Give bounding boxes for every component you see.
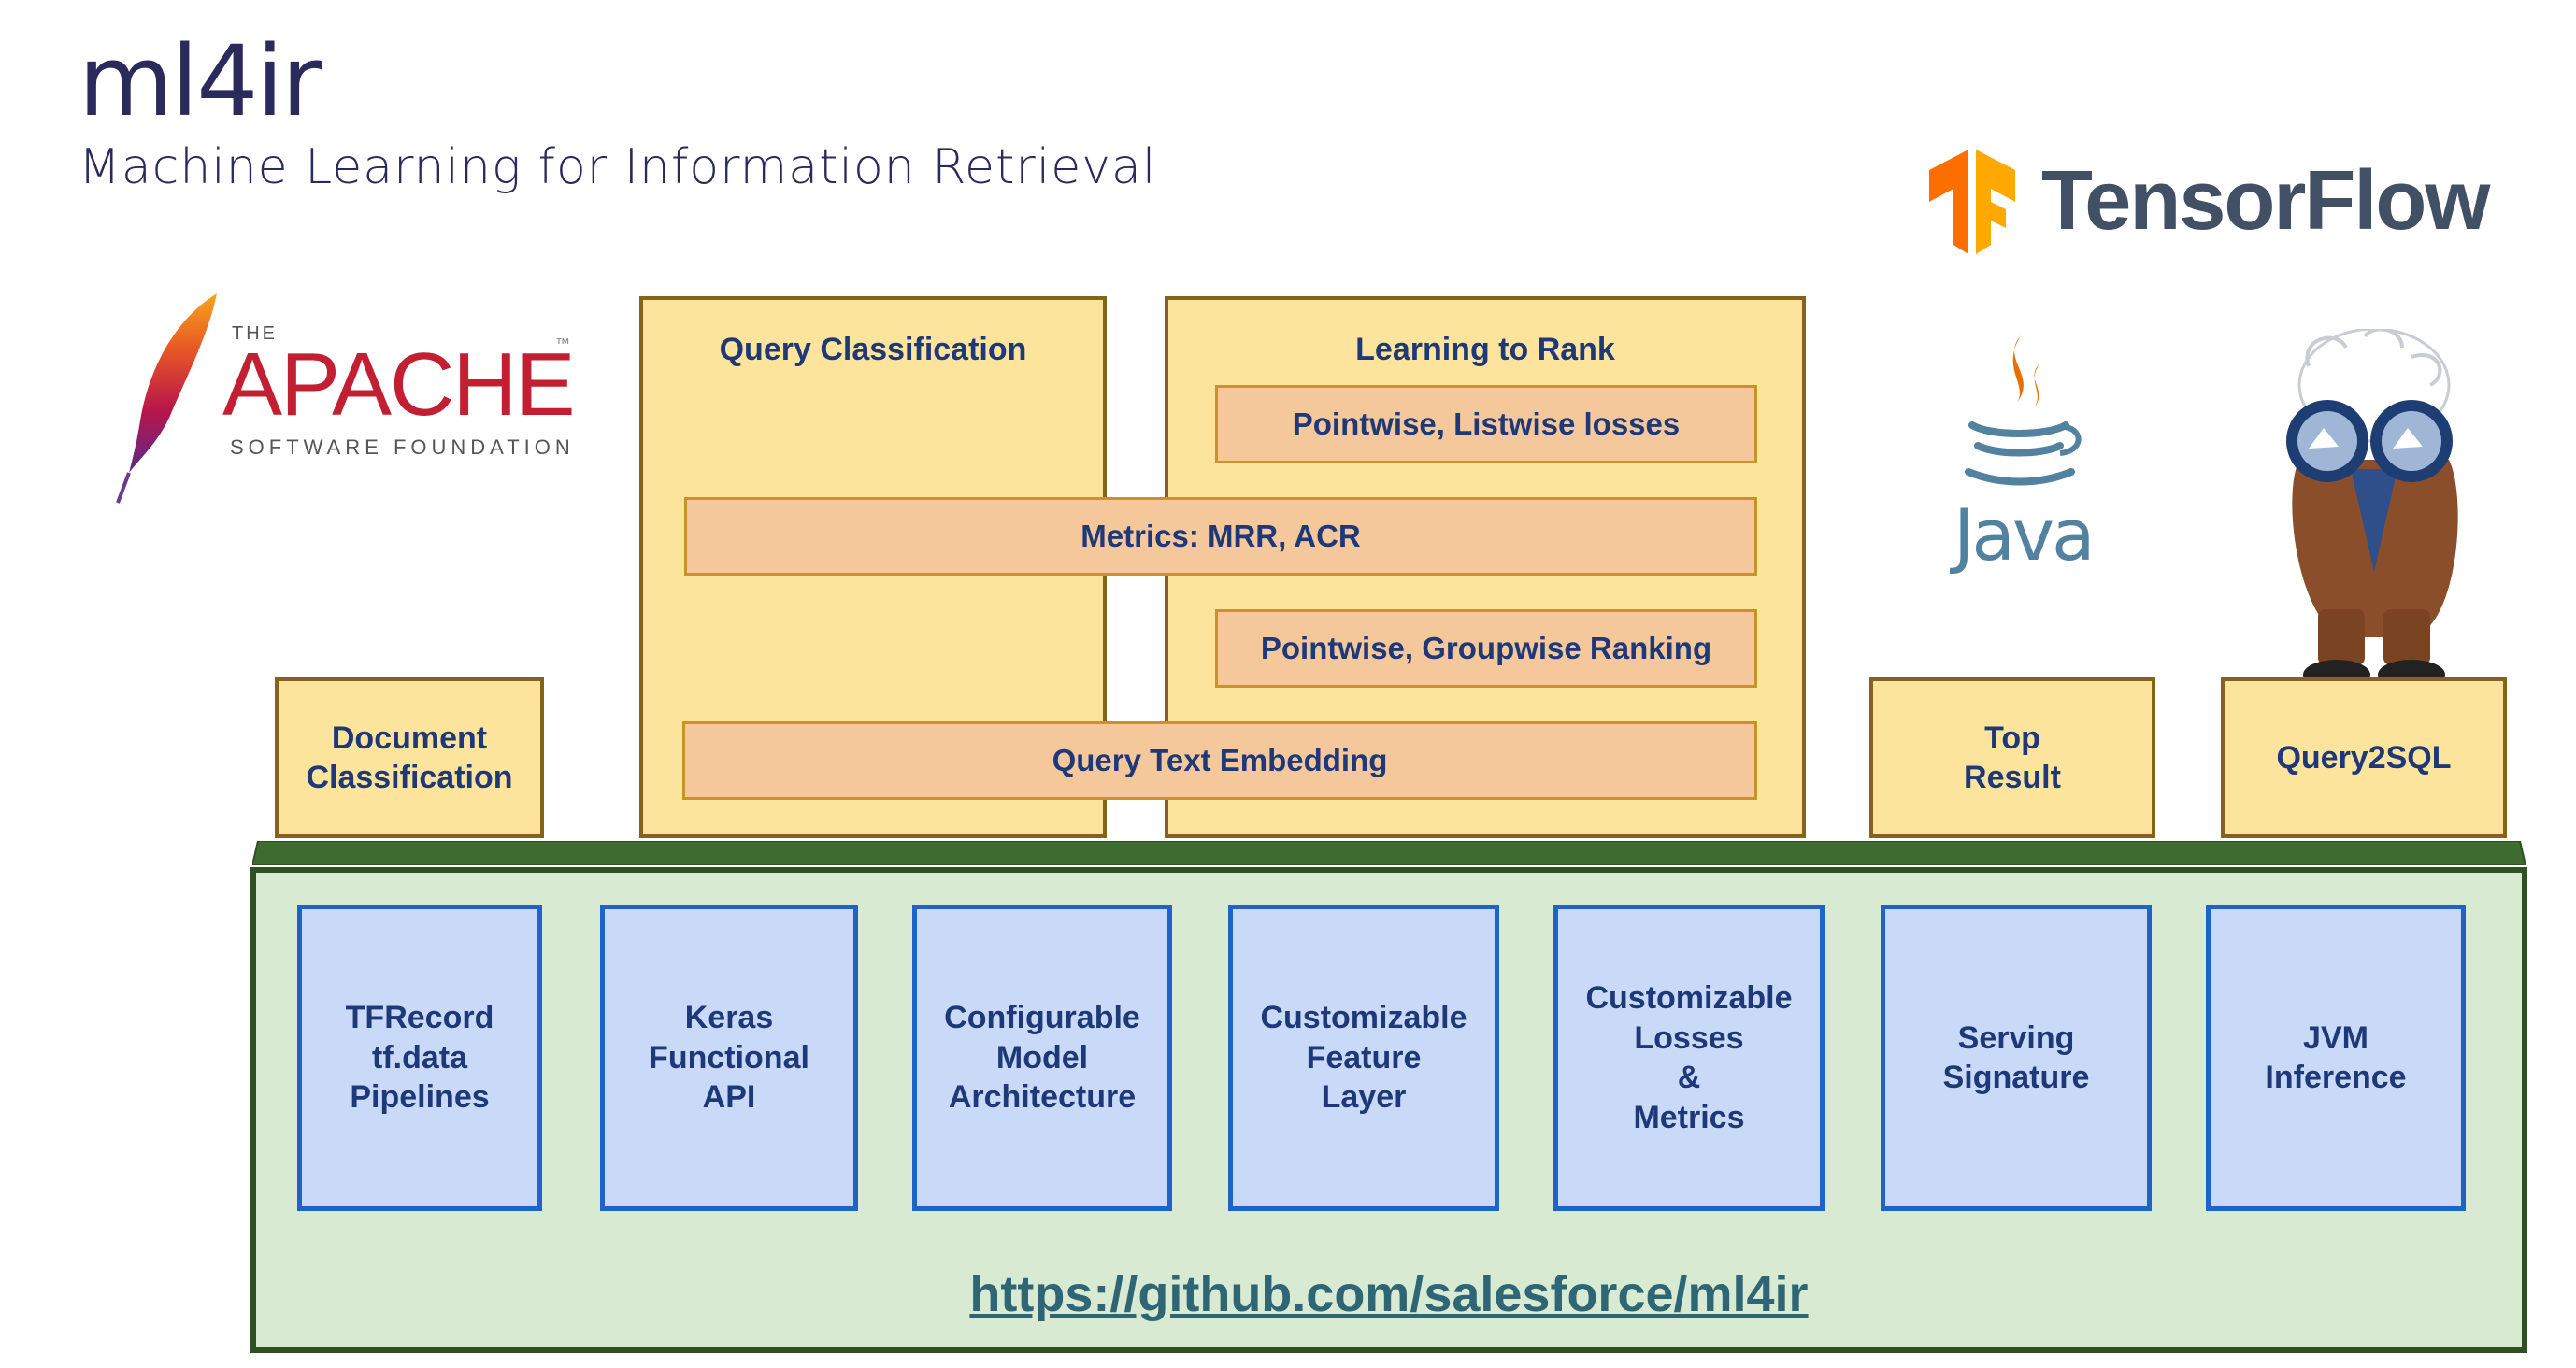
feature-label-line: Metrics (1633, 1099, 1745, 1135)
astro-mascot-icon (2286, 329, 2458, 690)
component-metrics: Metrics: MRR, ACR (684, 497, 1757, 576)
feature-label-line: Model (995, 1039, 1089, 1076)
feature-label-line: Configurable (944, 1000, 1140, 1036)
tensorflow-logo: TensorFlow (1925, 150, 2490, 262)
page-subtitle: Machine Learning for Information Retriev… (79, 139, 1157, 195)
feature-label-line: Functional (649, 1039, 809, 1076)
tensorflow-name: TensorFlow (2041, 154, 2490, 248)
java-logo: Java (1935, 332, 2096, 577)
feature-serving-signature: Serving Signature (1881, 905, 2152, 1211)
app-top-result: Top Result (1869, 677, 2155, 838)
component-query-text-embedding: Query Text Embedding (682, 721, 1757, 800)
feature-label-line: Serving (1957, 1019, 2075, 1056)
app-document-classification: Document Classification (275, 677, 544, 838)
feature-label-line: Architecture (948, 1079, 1137, 1116)
app-label-line: Result (1964, 760, 2061, 795)
app-label: Learning to Rank (1355, 332, 1615, 367)
java-name: Java (1953, 493, 2096, 577)
feature-customizable-losses-metrics: Customizable Losses & Metrics (1553, 905, 1825, 1211)
apache-feather-icon (116, 293, 217, 504)
feature-label-line: Losses (1634, 1019, 1744, 1056)
feature-label-line: Layer (1321, 1079, 1407, 1116)
app-label-line: Classification (306, 760, 513, 795)
feature-label-line: Signature (1942, 1060, 2090, 1095)
component-pointwise-groupwise-ranking: Pointwise, Groupwise Ranking (1215, 609, 1757, 688)
feature-configurable-model-architecture: Configurable Model Architecture (912, 905, 1172, 1211)
app-label-line: Top (1984, 720, 2040, 756)
feature-label-line: tf.data (372, 1039, 467, 1076)
app-label: Query2SQL (2276, 739, 2452, 776)
platform-bevel (252, 841, 2526, 865)
feature-keras-functional-api: Keras Functional API (600, 905, 858, 1211)
app-query2sql: Query2SQL (2221, 677, 2507, 838)
feature-label-line: Pipelines (350, 1079, 490, 1116)
feature-label-line: Keras (684, 1000, 774, 1036)
apache-the: THE (232, 323, 278, 344)
feature-customizable-feature-layer: Customizable Feature Layer (1228, 905, 1499, 1211)
feature-jvm-inference: JVM Inference (2206, 905, 2466, 1211)
component-label: Metrics: MRR, ACR (1080, 519, 1361, 553)
feature-label-line: & (1677, 1060, 1701, 1095)
component-pointwise-listwise-losses: Pointwise, Listwise losses (1215, 385, 1757, 463)
page-title: ml4ir (79, 24, 322, 138)
feature-label-line: Customizable (1260, 1000, 1467, 1036)
feature-label-line: JVM (2303, 1019, 2368, 1056)
apache-tagline: SOFTWARE FOUNDATION (230, 435, 575, 459)
tensorflow-logo-icon (1929, 150, 2015, 254)
feature-label-line: Customizable (1585, 980, 1793, 1016)
component-label: Pointwise, Groupwise Ranking (1260, 631, 1712, 665)
feature-tfrecord-pipelines: TFRecord tf.data Pipelines (297, 905, 542, 1211)
component-label: Pointwise, Listwise losses (1292, 406, 1681, 441)
java-cup-icon (1965, 335, 2082, 486)
app-label: Query Classification (719, 332, 1027, 367)
apache-logo: THE APACHE ™ SOFTWARE FOUNDATION (112, 290, 598, 505)
feature-label-line: TFRecord (345, 1000, 494, 1036)
feature-label-line: Inference (2265, 1060, 2407, 1095)
github-link[interactable]: https://github.com/salesforce/ml4ir (969, 1266, 1809, 1322)
component-label: Query Text Embedding (1052, 743, 1388, 777)
apache-trademark: ™ (555, 336, 570, 352)
feature-label-line: API (702, 1079, 756, 1116)
feature-label-line: Feature (1306, 1039, 1422, 1076)
app-label-line: Document (331, 720, 488, 756)
apache-name: APACHE (222, 335, 576, 435)
